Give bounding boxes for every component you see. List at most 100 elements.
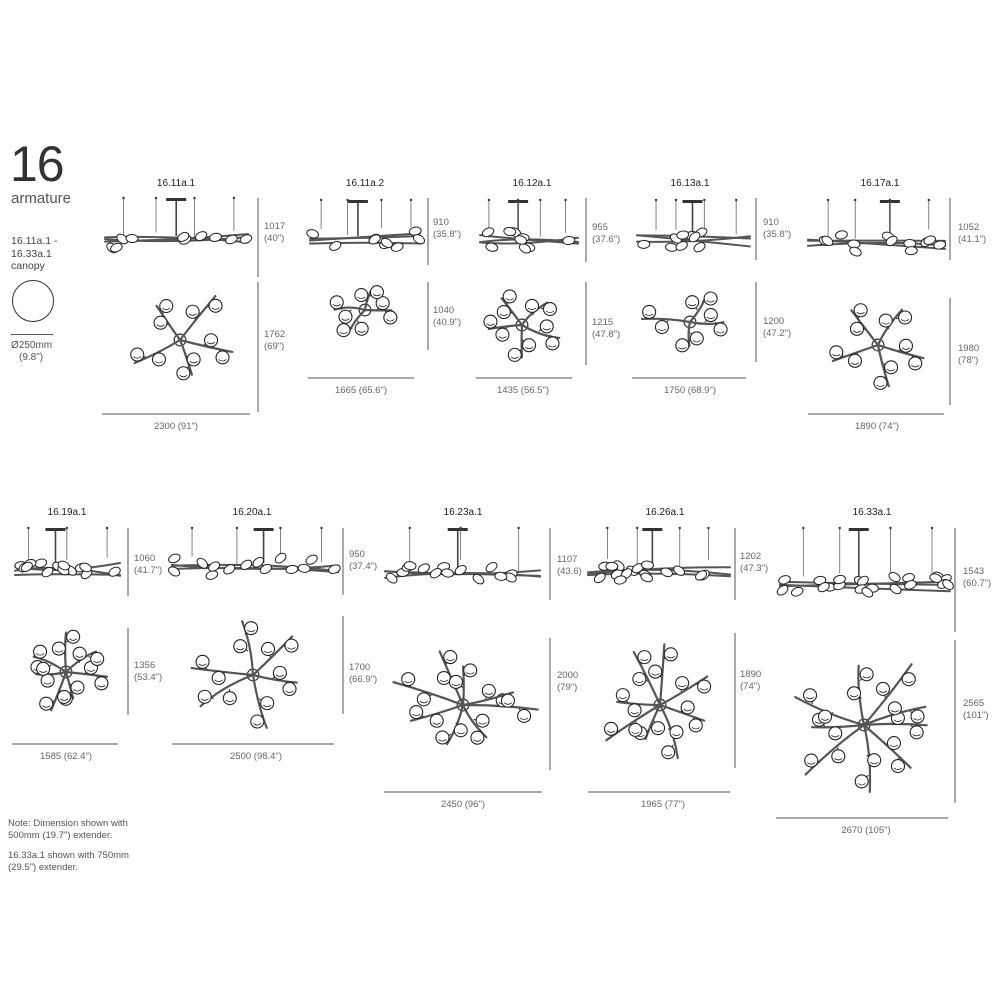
shade-icon xyxy=(94,676,109,691)
shade-icon xyxy=(209,232,222,242)
shade-icon xyxy=(884,360,899,375)
shade-icon xyxy=(260,641,276,657)
shade-icon xyxy=(857,575,869,587)
height-in: (41.1") xyxy=(958,234,987,245)
height-mm: 950 xyxy=(349,549,365,560)
shade-detail xyxy=(505,298,514,301)
shade-icon xyxy=(66,629,81,644)
arm-line xyxy=(876,343,890,388)
shade-detail xyxy=(86,669,96,672)
shade-icon xyxy=(829,345,844,360)
arm-line xyxy=(64,670,109,678)
shade-icon xyxy=(380,237,393,248)
arm-line xyxy=(632,650,662,707)
width-dimension: 2300 (91") xyxy=(153,421,199,432)
shade-detail xyxy=(253,723,262,726)
shade-icon xyxy=(403,561,417,571)
depth-dimension: 1762(69") xyxy=(264,329,285,353)
height-dimension: 1107(43.6) xyxy=(557,554,582,578)
shade-detail xyxy=(162,307,171,311)
height-mm: 1060 xyxy=(134,553,156,564)
shade-icon xyxy=(41,566,54,578)
shade-icon xyxy=(613,575,627,585)
shade-icon xyxy=(904,246,918,256)
shade-icon xyxy=(485,242,499,252)
shade-icon xyxy=(211,670,226,686)
shade-detail xyxy=(97,684,106,688)
shade-icon xyxy=(454,564,467,576)
wire-anchor xyxy=(279,526,282,530)
shade-icon xyxy=(910,709,925,724)
height-dimension: 1060(41.7") xyxy=(134,553,162,577)
shade-icon xyxy=(274,552,287,564)
shade-detail xyxy=(225,699,234,703)
wire-anchor xyxy=(408,526,411,530)
shade-detail xyxy=(198,663,207,666)
shade-detail xyxy=(246,629,256,633)
shade-detail xyxy=(645,313,654,316)
shade-icon xyxy=(873,375,888,390)
arm-line xyxy=(309,241,421,245)
shade-icon xyxy=(908,356,923,371)
wire-anchor xyxy=(838,526,841,530)
shade-detail xyxy=(527,307,537,310)
shade-icon xyxy=(849,321,865,336)
canopy-bar xyxy=(642,528,663,531)
shade-icon xyxy=(223,564,236,575)
shade-detail xyxy=(834,757,843,761)
width-dimension: 1585 (62.4") xyxy=(40,751,92,762)
shade-icon xyxy=(654,320,669,335)
canopy-bar xyxy=(45,528,66,531)
arm-line xyxy=(831,343,880,363)
canopy-diameter-mm: Ø250mm xyxy=(11,340,53,351)
depth-in: (47.2") xyxy=(763,328,792,339)
wire-anchor xyxy=(154,196,158,200)
height-dimension: 1052(41.1") xyxy=(958,222,986,246)
depth-in: (101") xyxy=(963,710,989,721)
shade-icon xyxy=(90,651,105,667)
width-dimension: 1890 (74") xyxy=(854,421,900,432)
shade-icon xyxy=(239,234,253,244)
shade-icon xyxy=(116,233,129,245)
shade-icon xyxy=(483,314,498,329)
shade-icon xyxy=(545,336,560,351)
shade-detail xyxy=(438,739,447,742)
shade-detail xyxy=(156,324,165,327)
shade-icon xyxy=(675,338,690,353)
shade-icon xyxy=(790,586,804,597)
wire-anchor xyxy=(674,198,678,202)
shade-icon xyxy=(632,671,647,687)
wire-anchor xyxy=(27,526,30,530)
shade-icon xyxy=(125,234,139,244)
shade-icon xyxy=(688,231,701,243)
shade-detail xyxy=(805,696,815,700)
shade-icon xyxy=(177,231,190,242)
shade-icon xyxy=(57,689,72,704)
shade-icon xyxy=(409,705,424,720)
shade-detail xyxy=(664,753,673,757)
width-dimension: 2450 (96") xyxy=(440,799,486,810)
shade-icon xyxy=(130,347,145,362)
canopy-bar xyxy=(253,528,274,531)
shade-icon xyxy=(72,646,87,661)
shade-icon xyxy=(853,303,868,318)
shade-icon xyxy=(849,246,862,257)
shade-icon xyxy=(285,564,299,574)
shade-detail xyxy=(211,307,220,310)
shade-icon xyxy=(168,553,181,564)
shade-detail xyxy=(38,670,48,673)
shade-icon xyxy=(259,563,272,575)
shade-detail xyxy=(911,365,920,368)
shade-icon xyxy=(898,338,914,353)
canopy-bar xyxy=(848,528,869,531)
shade-icon xyxy=(494,571,508,581)
shade-icon xyxy=(507,347,522,362)
canopy-dimension: Ø250mm (9.8") xyxy=(11,334,53,364)
shade-icon xyxy=(481,227,495,238)
shade-detail xyxy=(446,658,455,662)
depth-mm: 2565 xyxy=(963,698,985,709)
arm-line xyxy=(363,290,372,312)
wire-anchor xyxy=(539,198,542,202)
shade-icon xyxy=(640,572,654,583)
shade-icon xyxy=(282,681,297,697)
